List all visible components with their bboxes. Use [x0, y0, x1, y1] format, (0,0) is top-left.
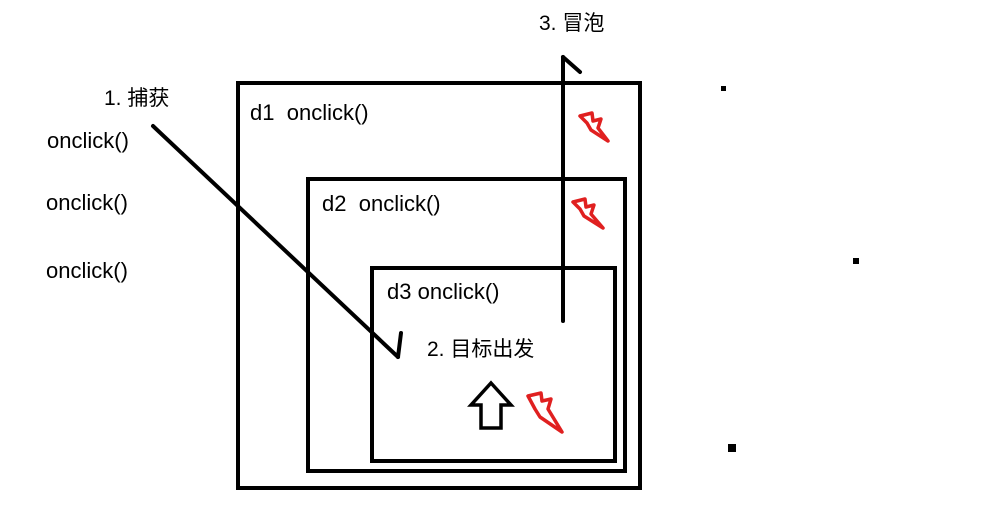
box-d3: [370, 266, 617, 463]
up-arrow-icon: [467, 380, 515, 430]
dot-marker: [728, 444, 736, 452]
left-onclick-label-1: onclick(): [47, 128, 129, 153]
d1-name: d1: [250, 100, 275, 125]
d1-handler: onclick(): [286, 100, 369, 125]
lightning-icon: [526, 391, 564, 434]
d2-label: d2 onclick(): [322, 193, 441, 215]
d2-name: d2: [322, 191, 347, 216]
capture-phase-label: 1. 捕获: [104, 87, 170, 110]
lightning-icon: [578, 111, 610, 143]
dot-marker: [853, 258, 859, 264]
dot-marker: [721, 86, 726, 91]
box-d2: [306, 177, 627, 473]
d3-name: d3: [387, 279, 412, 304]
lightning-icon: [571, 197, 605, 230]
bubble-phase-label: 3. 冒泡: [539, 12, 605, 35]
bubble-arrow: [561, 55, 582, 323]
d3-handler: onclick(): [417, 279, 500, 304]
box-d1: [236, 81, 642, 490]
d3-label: d3 onclick(): [387, 281, 500, 303]
left-onclick-label-2: onclick(): [46, 190, 128, 215]
d2-handler: onclick(): [358, 191, 441, 216]
target-phase-label: 2. 目标出发: [427, 338, 535, 361]
capture-arrow: [151, 124, 403, 359]
left-onclick-label-3: onclick(): [46, 258, 128, 283]
d1-label: d1 onclick(): [250, 102, 369, 124]
